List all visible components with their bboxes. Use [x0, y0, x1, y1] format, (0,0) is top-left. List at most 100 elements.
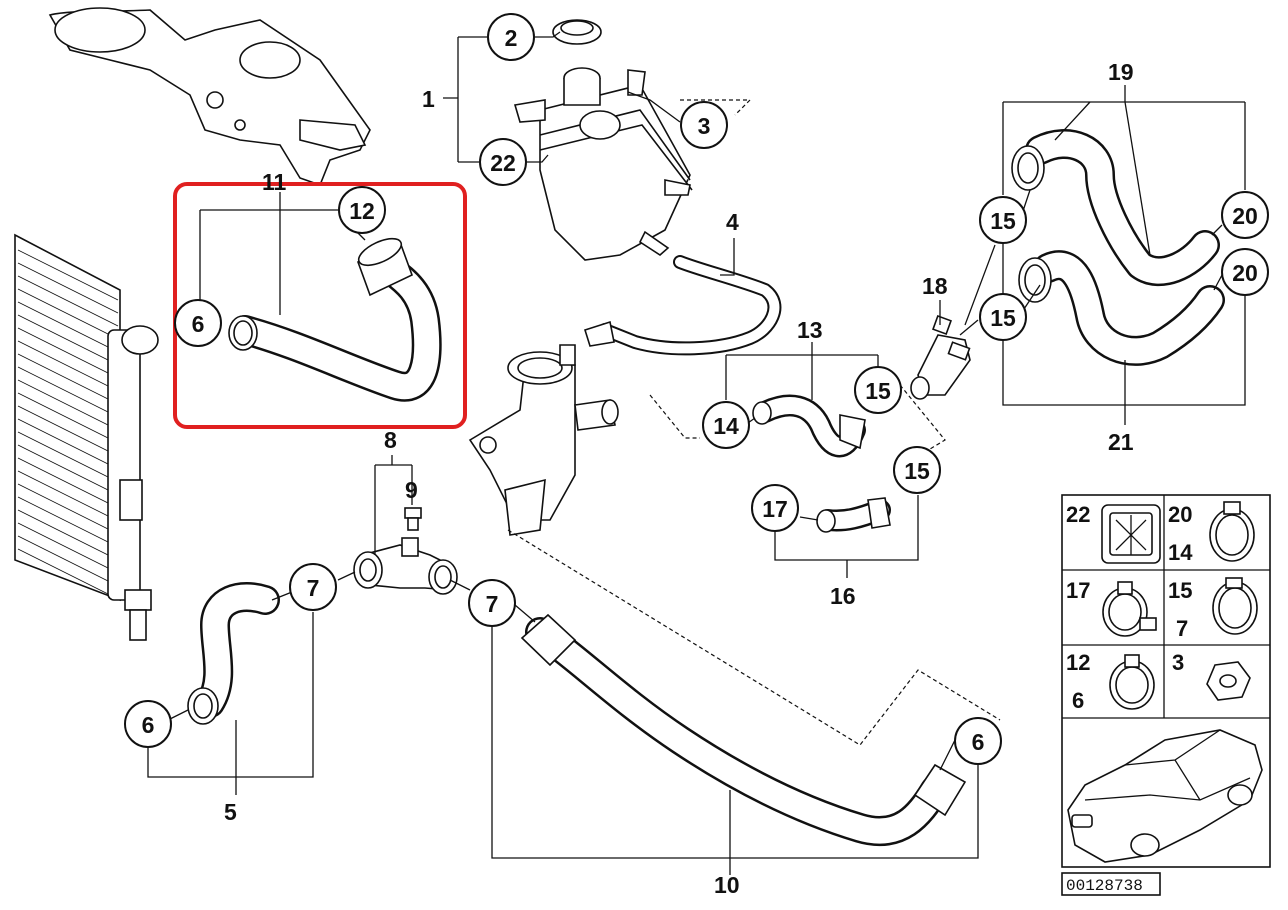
- label-19: 19: [1108, 59, 1134, 85]
- warning-label-icon: [1101, 504, 1161, 564]
- callout-number: 6: [142, 712, 155, 738]
- fastener-inset: 22 20 14 17 15 7 12 6: [1061, 494, 1271, 868]
- callout-number: 7: [486, 591, 499, 617]
- callout-7-13: 7: [289, 563, 337, 611]
- radiator-fin: [17, 483, 119, 535]
- callout-circle: [854, 366, 902, 414]
- spring-clamp-small-icon: [1109, 654, 1155, 710]
- callout-15-7: 15: [893, 446, 941, 494]
- junction-pipe-8: [353, 537, 458, 595]
- callout-circle: [979, 196, 1027, 244]
- radiator-fin: [17, 353, 119, 405]
- callout-circle: [751, 484, 799, 532]
- hose-19: [1011, 129, 1220, 287]
- hose-clamp-icon: [1209, 501, 1255, 562]
- tank-cap: [552, 19, 602, 45]
- callout-circle: [1221, 248, 1269, 296]
- label-11: 11: [262, 169, 287, 195]
- hose-4: [583, 255, 782, 356]
- connector-18: [910, 315, 971, 400]
- radiator-fin: [17, 249, 119, 301]
- callout-12-3: 12: [338, 186, 386, 234]
- expansion-tank: [513, 67, 693, 261]
- bleed-screw-9: [404, 507, 422, 531]
- plain-labels: 1 4 11 13 18 19 21 16 8 9 5 10: [224, 59, 1134, 898]
- callout-number: 2: [505, 25, 518, 51]
- callout-number: 20: [1232, 260, 1258, 286]
- label-8: 8: [384, 427, 397, 453]
- callout-circle: [702, 401, 750, 449]
- callout-circle: [468, 579, 516, 627]
- water-pump: [48, 7, 371, 187]
- callout-2-0: 2: [487, 13, 535, 61]
- radiator-fin: [17, 522, 119, 574]
- callout-circle: [1221, 191, 1269, 239]
- radiator-fin: [17, 548, 119, 600]
- callout-number: 22: [490, 150, 516, 176]
- radiator-fin: [17, 418, 119, 470]
- radiator-fin: [17, 275, 119, 327]
- callout-3-2: 3: [680, 101, 728, 149]
- radiator-fin: [17, 340, 119, 392]
- radiator-fin: [17, 392, 119, 444]
- callout-15-10: 15: [979, 293, 1027, 341]
- nut-icon: [1206, 661, 1251, 701]
- callout-6-15: 6: [124, 700, 172, 748]
- callout-circle: [680, 101, 728, 149]
- callout-number: 3: [698, 113, 711, 139]
- inset-label-6: 6: [1072, 688, 1084, 713]
- hose-16: [816, 497, 891, 533]
- callout-circle: [954, 717, 1002, 765]
- callout-circle: [174, 299, 222, 347]
- highlight-box: [173, 182, 467, 429]
- radiator-fin: [17, 301, 119, 353]
- callout-6-16: 6: [954, 717, 1002, 765]
- hose-10: [520, 613, 967, 847]
- radiator-fin: [17, 535, 119, 587]
- inset-label-7: 7: [1176, 616, 1188, 641]
- radiator-fin: [17, 509, 119, 561]
- callout-number: 6: [972, 729, 985, 755]
- car-icon: [1067, 729, 1263, 863]
- label-10: 10: [714, 872, 740, 898]
- spring-clamp-icon: [1102, 581, 1157, 637]
- radiator-fin: [17, 379, 119, 431]
- label-1: 1: [422, 86, 435, 112]
- callout-number: 7: [307, 575, 320, 601]
- hose-5: [187, 582, 280, 725]
- radiator-fin: [17, 314, 119, 366]
- inset-label-12: 12: [1066, 650, 1090, 675]
- label-18: 18: [922, 273, 948, 299]
- callout-15-9: 15: [979, 196, 1027, 244]
- radiator-fin: [17, 496, 119, 548]
- callout-number: 15: [904, 458, 930, 484]
- callout-22-1: 22: [479, 138, 527, 186]
- label-21: 21: [1108, 429, 1134, 455]
- hose-13: [752, 394, 866, 458]
- hose-21: [1018, 250, 1225, 366]
- reference-number: 00128738: [1061, 872, 1161, 896]
- callout-6-4: 6: [174, 299, 222, 347]
- radiator: [14, 233, 159, 641]
- label-13: 13: [797, 317, 823, 343]
- callout-circle: [487, 13, 535, 61]
- label-16: 16: [830, 583, 856, 609]
- callout-circle: [979, 293, 1027, 341]
- radiator-fin: [17, 431, 119, 483]
- callout-circle: [289, 563, 337, 611]
- callout-number: 17: [762, 496, 788, 522]
- label-5: 5: [224, 799, 237, 825]
- callout-number: 15: [990, 208, 1016, 234]
- highlight-group-11: [228, 237, 442, 402]
- thermostat-housing: [468, 344, 619, 536]
- radiator-fin: [17, 327, 119, 379]
- callout-15-6: 15: [854, 366, 902, 414]
- label-4: 4: [726, 209, 739, 235]
- callout-17-8: 17: [751, 484, 799, 532]
- callout-number: 12: [349, 198, 375, 224]
- callout-circle: [124, 700, 172, 748]
- reference-number-text: 00128738: [1066, 877, 1143, 895]
- callout-14-5: 14: [702, 401, 750, 449]
- radiator-fin: [17, 444, 119, 496]
- callout-number: 15: [990, 305, 1016, 331]
